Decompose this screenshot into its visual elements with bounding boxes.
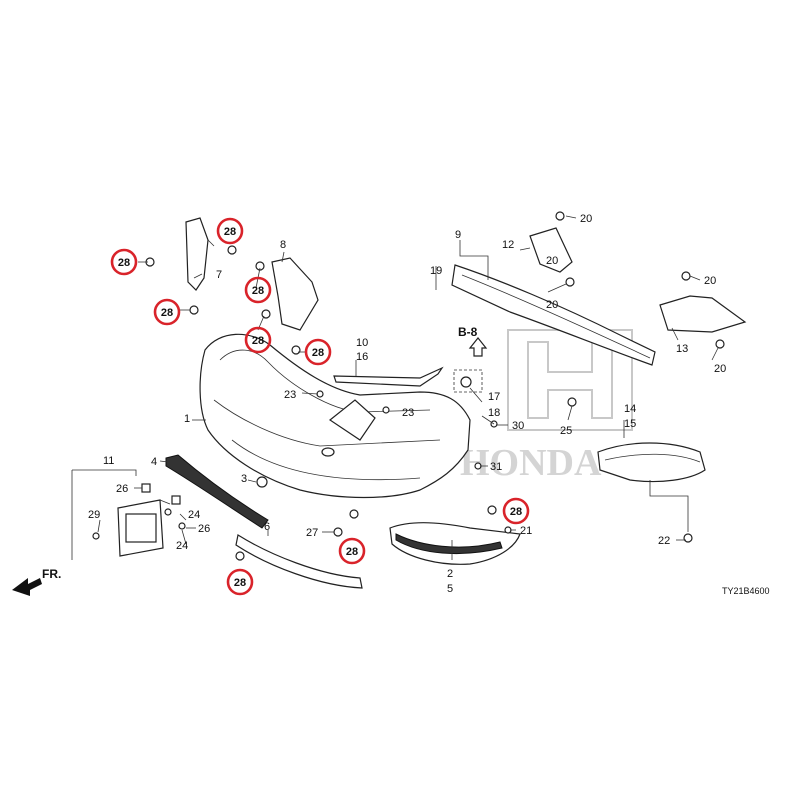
callout-23-b: 23 <box>402 407 414 419</box>
license-plate-bracket <box>71 469 164 560</box>
front-indicator-label: FR. <box>42 567 61 581</box>
highlight-28-c[interactable]: 28 <box>244 276 272 304</box>
bracket-right-side <box>659 295 747 333</box>
highlight-28-h[interactable]: 28 <box>338 537 366 565</box>
callout-7: 7 <box>216 269 222 281</box>
callout-17: 17 <box>488 391 500 403</box>
highlight-28-e-label: 28 <box>252 335 264 347</box>
callout-15: 15 <box>624 418 636 430</box>
highlight-28-g-label: 28 <box>510 506 522 518</box>
callout-22: 22 <box>658 535 670 547</box>
watermark-logo: HONDA <box>460 329 633 484</box>
callout-24-a: 24 <box>188 509 200 521</box>
callout-25: 25 <box>560 425 572 437</box>
callout-labels: 1 2 3 4 5 6 7 8 9 10 11 12 13 14 15 16 1… <box>88 213 726 595</box>
callout-14: 14 <box>624 403 636 415</box>
bracket-left <box>185 217 209 291</box>
callout-8: 8 <box>280 239 286 251</box>
highlight-28-i-label: 28 <box>234 577 246 589</box>
callout-4: 4 <box>151 456 157 468</box>
highlight-28-f[interactable]: 28 <box>304 338 332 366</box>
callout-9: 9 <box>455 229 461 241</box>
callout-26-a: 26 <box>116 483 128 495</box>
callout-31: 31 <box>490 461 502 473</box>
highlighted-callouts: 28 28 28 28 28 28 28 28 <box>110 217 530 596</box>
callout-2: 2 <box>447 568 453 580</box>
highlight-28-h-label: 28 <box>346 546 358 558</box>
callout-21: 21 <box>520 525 532 537</box>
callout-29: 29 <box>88 509 100 521</box>
highlight-28-c-label: 28 <box>252 285 264 297</box>
section-ref-label: B-8 <box>458 325 478 339</box>
highlight-28-b-label: 28 <box>224 226 236 238</box>
watermark-text: HONDA <box>460 442 602 484</box>
section-reference: B-8 <box>453 325 488 393</box>
callout-30: 30 <box>512 420 524 432</box>
callout-5: 5 <box>447 583 453 595</box>
leader-lines <box>97 215 719 560</box>
highlight-28-i[interactable]: 28 <box>226 568 254 596</box>
side-bracket <box>271 257 319 331</box>
under-cover <box>597 442 706 483</box>
callout-6: 6 <box>264 521 270 533</box>
front-indicator: FR. <box>12 567 61 596</box>
diagram-code: TY21B4600 <box>722 586 770 596</box>
highlight-28-d-label: 28 <box>161 307 173 319</box>
lower-molding <box>235 534 363 589</box>
highlight-28-a-label: 28 <box>118 257 130 269</box>
highlight-28-d[interactable]: 28 <box>153 298 181 326</box>
callout-11: 11 <box>103 455 114 467</box>
callout-20-e: 20 <box>546 255 558 267</box>
callout-20-a: 20 <box>580 213 592 225</box>
highlight-28-e[interactable]: 28 <box>244 326 272 354</box>
highlight-28-f-label: 28 <box>312 347 324 359</box>
callout-10: 10 <box>356 337 368 349</box>
bumper-absorber <box>451 264 656 366</box>
callout-24-b: 24 <box>176 540 188 552</box>
callout-27: 27 <box>306 527 318 539</box>
highlight-28-b[interactable]: 28 <box>216 217 244 245</box>
callout-26-b: 26 <box>198 523 210 535</box>
callout-12: 12 <box>502 239 514 251</box>
garnish-strip <box>333 366 444 387</box>
bracket-right-upper <box>529 227 573 273</box>
highlight-28-g[interactable]: 28 <box>502 497 530 525</box>
lower-grille <box>165 454 269 529</box>
fog-light-trim <box>389 522 521 565</box>
callout-3: 3 <box>241 473 247 485</box>
highlight-28-a[interactable]: 28 <box>110 248 138 276</box>
callout-19: 19 <box>430 265 442 277</box>
callout-20-c: 20 <box>704 275 716 287</box>
front-bumper-face <box>199 333 471 499</box>
callout-20-b: 20 <box>546 299 558 311</box>
callout-20-d: 20 <box>714 363 726 375</box>
callout-13: 13 <box>676 343 688 355</box>
callout-18: 18 <box>488 407 500 419</box>
callout-23-a: 23 <box>284 389 296 401</box>
callout-1: 1 <box>184 413 190 425</box>
callout-16: 16 <box>356 351 368 363</box>
